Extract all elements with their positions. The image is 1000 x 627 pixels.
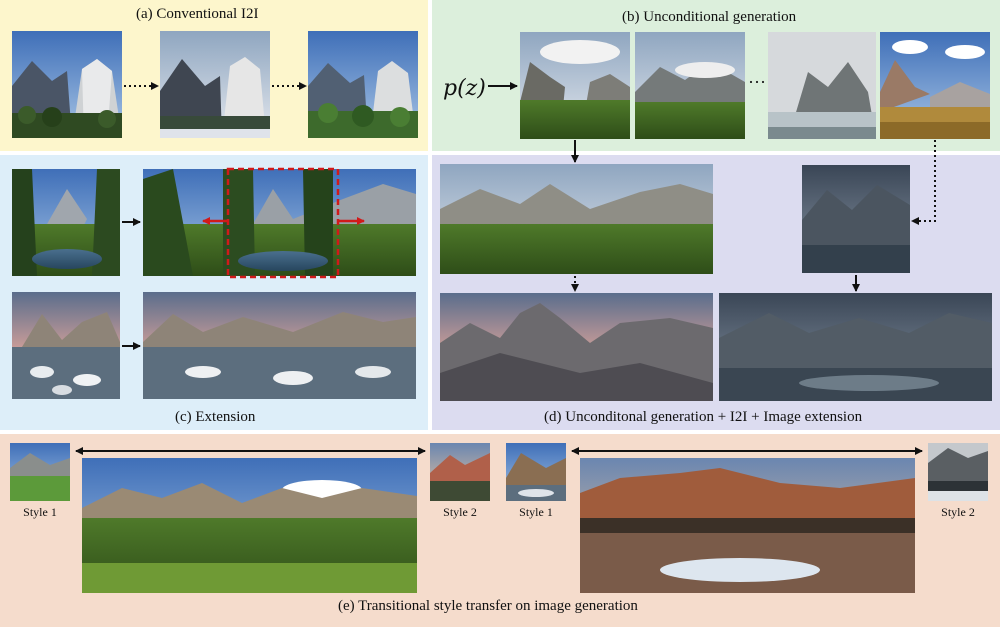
caption-d: (d) Unconditonal generation + I2I + Imag… [544,409,863,425]
image-e-left-panorama [82,458,417,593]
label-right-style1: Style 1 [519,505,553,519]
image-b-sample-2 [635,32,745,139]
image-e-right-style1 [506,443,566,501]
image-e-left-style2 [430,443,490,501]
caption-e: (e) Transitional style transfer on image… [338,598,638,614]
image-b-sample-4 [880,32,990,139]
image-d-dark-sample [802,165,910,273]
caption-c: (c) Extension [175,409,256,425]
image-b-sample-1 [520,32,630,139]
image-c-extended-river [143,292,416,399]
image-a-result [308,31,418,138]
image-c-source-river [12,292,120,399]
label-left-style2: Style 2 [443,505,477,519]
caption-a: (a) Conventional I2I [136,6,259,22]
image-a-intermediate [160,31,270,138]
ellipsis-more-samples: ··· [748,72,766,92]
image-a-source [12,31,122,138]
image-c-extended-forest [143,169,416,276]
image-e-right-style2 [928,443,988,501]
image-d-dark-extended [719,293,992,401]
label-right-style2: Style 2 [941,505,975,519]
image-d-dusk-translation [440,293,713,401]
image-e-right-panorama [580,458,915,593]
image-c-source-forest [12,169,120,276]
image-e-left-style1 [10,443,70,501]
image-d-extended-landscape [440,164,713,274]
formula-pz: p(z) [443,76,486,101]
label-left-style1: Style 1 [23,505,57,519]
caption-b: (b) Unconditional generation [622,9,797,25]
image-b-sample-3 [768,32,876,139]
